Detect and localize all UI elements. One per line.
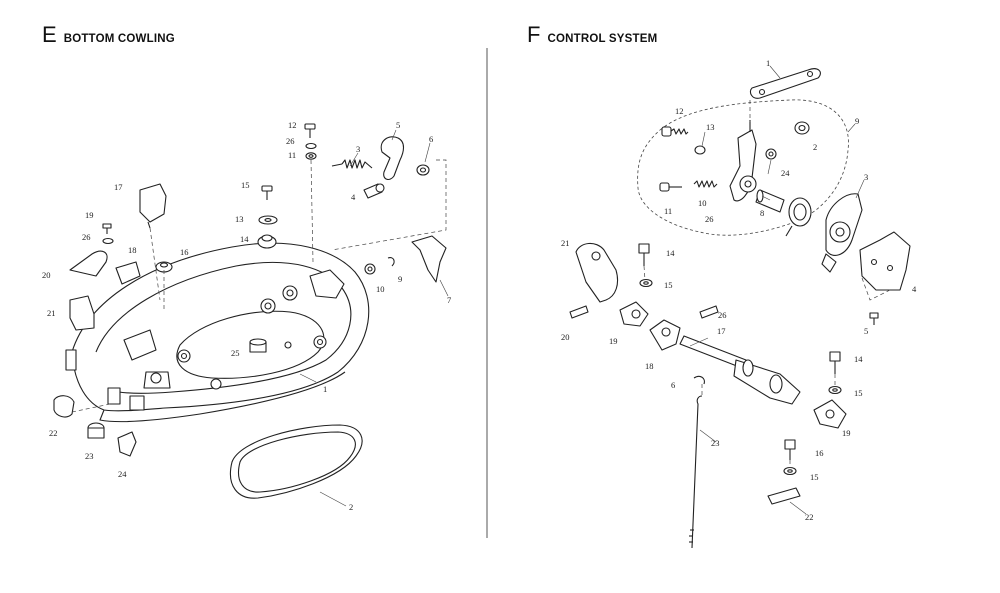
callout-f: 18 bbox=[645, 361, 654, 371]
callout-f: 15 bbox=[664, 280, 673, 290]
callout-f: 19 bbox=[842, 428, 851, 438]
part-rubber-seal bbox=[230, 424, 363, 499]
callout-f: 5 bbox=[864, 326, 868, 336]
callout-f: 16 bbox=[815, 448, 824, 458]
callout-e: 5 bbox=[396, 120, 400, 130]
section-f-callouts: 1 2 3 4 5 6 8 9 10 11 12 13 14 14 15 15 … bbox=[561, 58, 917, 522]
callout-e: 23 bbox=[85, 451, 94, 461]
callout-f: 9 bbox=[855, 116, 859, 126]
callout-f: 20 bbox=[561, 332, 570, 342]
callout-e: 2 bbox=[349, 502, 353, 512]
callout-e: 3 bbox=[356, 144, 360, 154]
callout-e: 16 bbox=[180, 247, 189, 257]
part-bottom-cowling bbox=[71, 242, 370, 412]
callout-e: 26 bbox=[286, 136, 295, 146]
callout-f: 15 bbox=[810, 472, 819, 482]
section-e-title: E BOTTOM COWLING bbox=[42, 22, 175, 48]
callout-e: 4 bbox=[351, 192, 356, 202]
callout-f: 23 bbox=[711, 438, 720, 448]
section-f-title: F CONTROL SYSTEM bbox=[527, 22, 657, 48]
callout-f: 22 bbox=[805, 512, 814, 522]
callout-e: 7 bbox=[447, 295, 451, 305]
callout-e: 21 bbox=[47, 308, 56, 318]
section-e-name: BOTTOM COWLING bbox=[63, 33, 175, 45]
callout-e: 15 bbox=[241, 180, 250, 190]
callout-e: 24 bbox=[118, 469, 127, 479]
callout-f: 26 bbox=[705, 214, 714, 224]
callout-f: 17 bbox=[717, 326, 726, 336]
section-f-name: CONTROL SYSTEM bbox=[547, 33, 658, 45]
callout-f: 19 bbox=[609, 336, 618, 346]
callout-f: 26 bbox=[718, 310, 727, 320]
callout-f: 1 bbox=[766, 58, 770, 68]
callout-f: 21 bbox=[561, 238, 570, 248]
callout-e: 13 bbox=[235, 214, 244, 224]
callout-e: 25 bbox=[231, 348, 240, 358]
callout-f: 13 bbox=[706, 122, 715, 132]
callout-f: 8 bbox=[760, 208, 764, 218]
callout-f: 6 bbox=[671, 380, 675, 390]
section-e-leaders bbox=[71, 159, 447, 413]
callout-e: 11 bbox=[288, 150, 296, 160]
callout-f: 14 bbox=[666, 248, 675, 258]
callout-f: 12 bbox=[675, 106, 684, 116]
callout-f: 2 bbox=[813, 142, 817, 152]
callout-f: 3 bbox=[864, 172, 868, 182]
callout-f: 14 bbox=[854, 354, 863, 364]
callout-e: 6 bbox=[429, 134, 433, 144]
callout-e: 22 bbox=[49, 428, 58, 438]
callout-e: 20 bbox=[42, 270, 51, 280]
section-e-pointers bbox=[299, 129, 449, 507]
callout-f: 24 bbox=[781, 168, 790, 178]
callout-e: 10 bbox=[376, 284, 385, 294]
control-system-drawing bbox=[569, 68, 911, 549]
callout-e: 14 bbox=[240, 234, 249, 244]
callout-e: 17 bbox=[114, 182, 123, 192]
callout-e: 19 bbox=[85, 210, 94, 220]
section-f-pointers bbox=[689, 65, 865, 515]
callout-f: 10 bbox=[698, 198, 707, 208]
section-e-callouts: 1 2 3 4 5 6 7 9 10 11 12 13 14 15 16 17 … bbox=[42, 120, 451, 512]
section-e-letter: E bbox=[42, 22, 57, 47]
bottom-cowling-drawing bbox=[53, 123, 447, 499]
callout-f: 15 bbox=[854, 388, 863, 398]
callout-e: 18 bbox=[128, 245, 137, 255]
callout-e: 26 bbox=[82, 232, 91, 242]
callout-e: 1 bbox=[323, 384, 327, 394]
section-f-leaders bbox=[643, 100, 891, 468]
callout-e: 9 bbox=[398, 274, 402, 284]
callout-f: 11 bbox=[664, 206, 672, 216]
callout-e: 12 bbox=[288, 120, 297, 130]
callout-f: 4 bbox=[912, 284, 917, 294]
section-f-letter: F bbox=[527, 22, 541, 47]
